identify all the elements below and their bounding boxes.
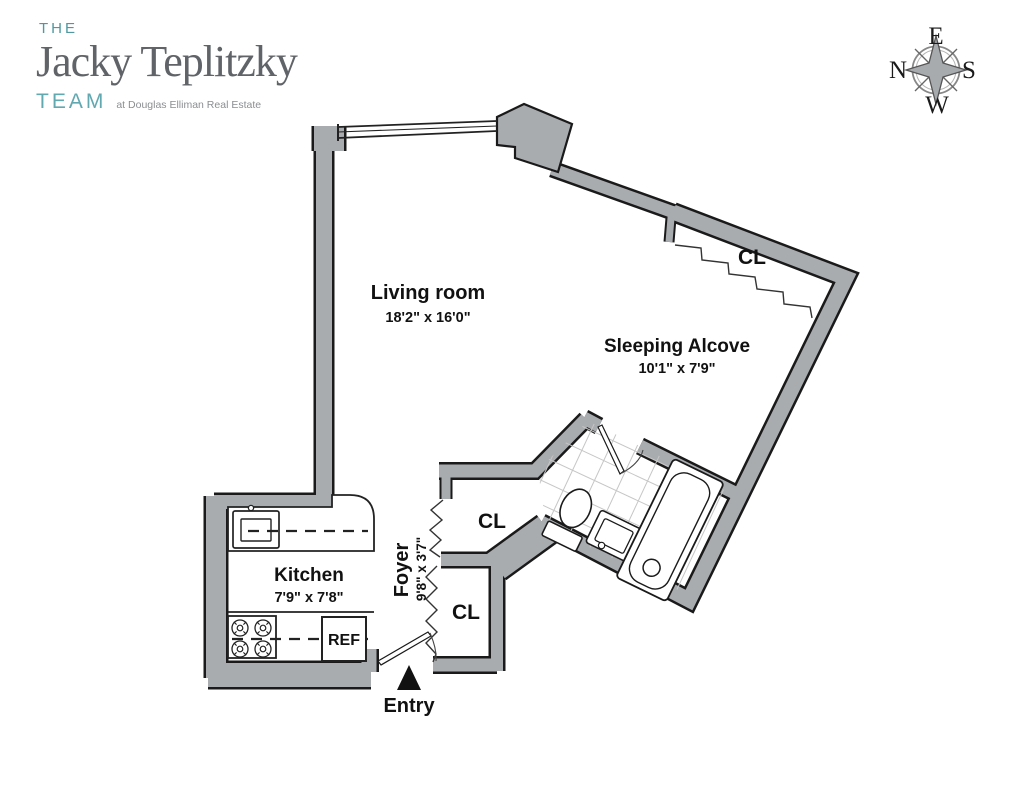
room-labels: Living room 18'2" x 16'0" Sleeping Alcov… bbox=[274, 246, 766, 624]
bathroom-sink bbox=[585, 509, 643, 563]
logo-name: Jacky Teplitzky bbox=[36, 37, 298, 86]
ref-label: REF bbox=[328, 632, 360, 649]
bathtub bbox=[616, 458, 724, 602]
kitchen: REF bbox=[227, 494, 375, 662]
sleeping-alcove-dims: 10'1" x 7'9" bbox=[638, 361, 715, 377]
compass-top: E bbox=[928, 23, 943, 50]
living-room-label: Living room bbox=[371, 282, 485, 304]
refrigerator bbox=[321, 616, 367, 662]
structural-column bbox=[495, 102, 574, 174]
compass-rose: E N S W bbox=[889, 23, 976, 119]
brand-logo: THE Jacky Teplitzky TEAM at Douglas Elli… bbox=[36, 20, 298, 114]
bathroom-door bbox=[597, 424, 644, 475]
closet-label-alcove: CL bbox=[738, 246, 766, 269]
compass-bottom: W bbox=[925, 92, 949, 119]
living-room-window bbox=[337, 120, 498, 141]
entry-door-swing bbox=[429, 632, 437, 662]
entry-door-leaf bbox=[377, 631, 432, 666]
foyer-dims: 9'8" x 3'7" bbox=[414, 537, 429, 601]
kitchen-label: Kitchen bbox=[274, 565, 344, 586]
compass-right: S bbox=[962, 57, 976, 84]
foyer-label: Foyer bbox=[391, 543, 413, 598]
bathroom bbox=[538, 421, 728, 602]
stove-burner bbox=[254, 619, 272, 637]
stove-burner bbox=[231, 619, 249, 637]
kitchen-dims: 7'9" x 7'8" bbox=[274, 590, 343, 606]
entry-label: Entry bbox=[383, 695, 435, 717]
compass-star bbox=[903, 33, 969, 107]
stove-burner bbox=[231, 640, 249, 658]
living-room-dims: 18'2" x 16'0" bbox=[385, 310, 470, 326]
kitchen-sink bbox=[232, 504, 280, 549]
logo-team: TEAM bbox=[36, 90, 107, 114]
entry: Entry bbox=[377, 631, 437, 717]
closet-door-alcove bbox=[674, 244, 813, 319]
compass-left: N bbox=[889, 57, 907, 84]
closet-doors bbox=[425, 244, 813, 663]
logo-tagline: at Douglas Elliman Real Estate bbox=[116, 99, 262, 112]
sleeping-alcove-label: Sleeping Alcove bbox=[604, 336, 750, 357]
stove-burner bbox=[254, 640, 272, 658]
closet-label-upper: CL bbox=[478, 510, 506, 533]
closet-door-lower bbox=[425, 565, 438, 663]
closet-door-upper bbox=[428, 499, 444, 558]
entry-arrow bbox=[397, 665, 421, 690]
logo-the: THE bbox=[39, 20, 78, 37]
toilet bbox=[541, 488, 593, 552]
walls-fill bbox=[206, 126, 857, 687]
closet-label-lower: CL bbox=[452, 601, 480, 624]
